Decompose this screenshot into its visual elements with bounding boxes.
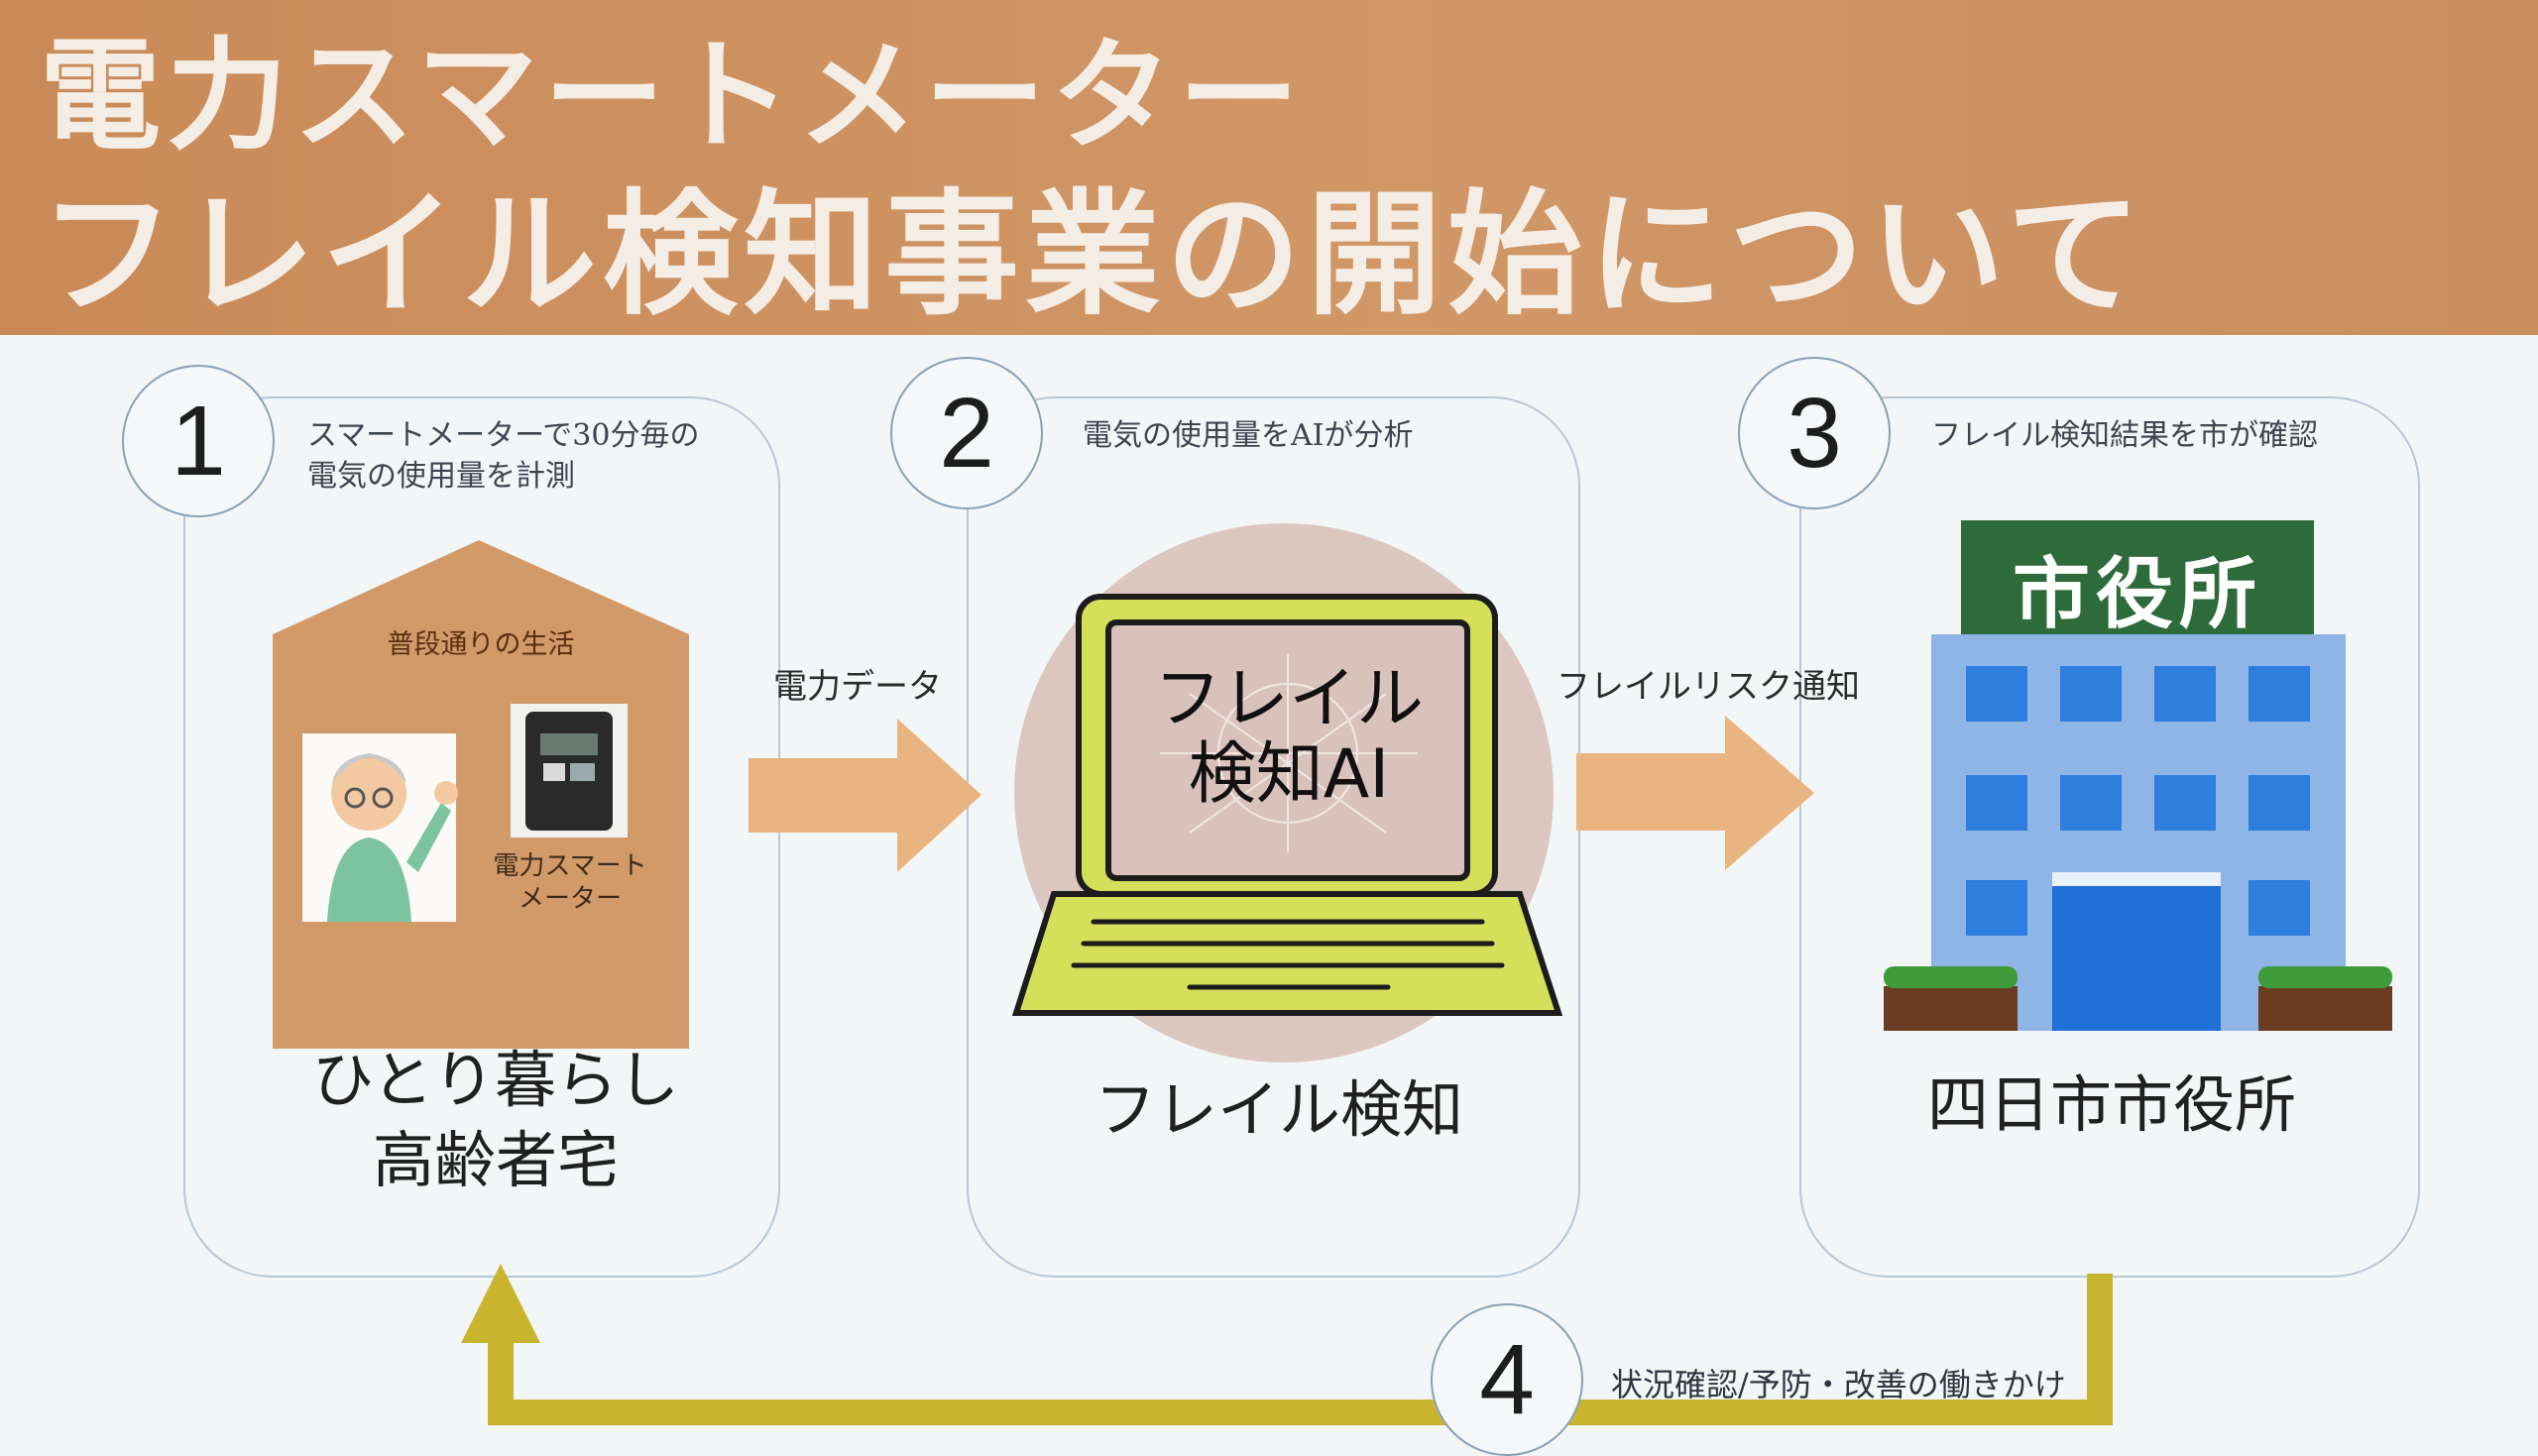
arrow-data-label: 電力データ [773, 667, 942, 707]
step3-number: 3 [1738, 357, 1891, 509]
page-title-line2: フレイル検知事業の開始について [40, 177, 2147, 334]
meter-label: 電力スマート メーター [493, 851, 647, 914]
step4-number: 4 [1431, 1303, 1583, 1456]
step1-panel [183, 396, 780, 1278]
step3-description: フレイル検知結果を市が確認 [1931, 418, 2318, 453]
house-label: 普段通りの生活 [387, 629, 575, 660]
step2-description: 電気の使用量をAIが分析 [1083, 418, 1414, 453]
feedback-loop-arrow [461, 1264, 2113, 1425]
step1-caption: ひとり暮らし 高齢者宅 [311, 1044, 680, 1196]
city-hall-illustration [1884, 520, 2392, 1031]
step2-caption: フレイル検知 [1094, 1073, 1463, 1146]
arrow-risk-notification [1576, 716, 1814, 870]
arrow-risk-label: フレイルリスク通知 [1557, 667, 1860, 707]
page-title-line1: 電力スマートメーター [40, 26, 1306, 167]
step2-panel [967, 396, 1580, 1278]
arrow-data-flow [749, 719, 981, 872]
title-banner [0, 0, 2538, 335]
step1-description: スマートメーターで30分毎の 電気の使用量を計測 [307, 418, 700, 494]
laptop-screen-text: フレイル 検知AI [1153, 660, 1424, 815]
step1-number: 1 [122, 365, 275, 517]
house-illustration [273, 540, 689, 1049]
step3-caption: 四日市市役所 [1926, 1068, 2296, 1141]
step4-label: 状況確認/予防・改善の働きかけ [1611, 1366, 2066, 1403]
laptop-illustration [1011, 523, 1563, 1063]
step2-number: 2 [890, 357, 1043, 509]
city-hall-sign: 市役所 [2012, 550, 2262, 639]
